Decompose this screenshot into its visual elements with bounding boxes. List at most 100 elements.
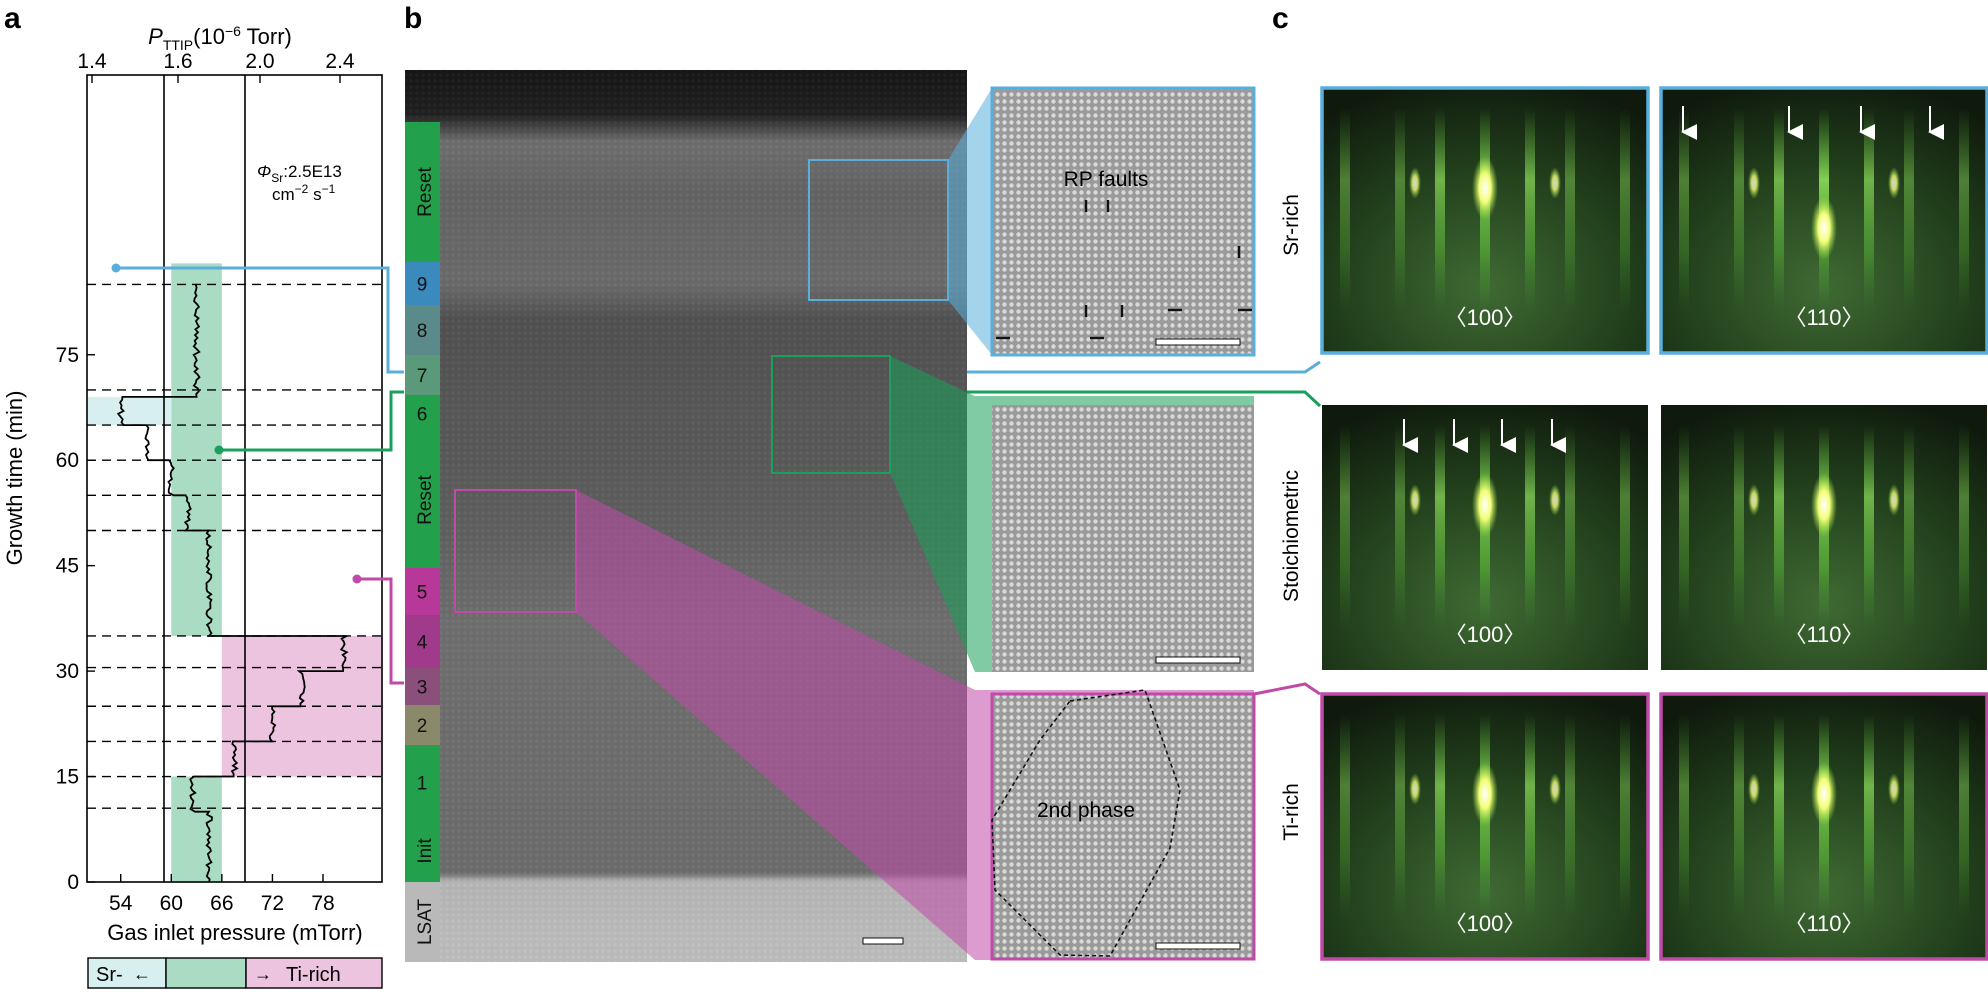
connector-b-c-sr bbox=[967, 360, 1321, 374]
legend-stoich-box bbox=[165, 957, 247, 989]
diffraction-streak bbox=[1904, 425, 1914, 630]
diffraction-streak bbox=[1620, 714, 1630, 919]
diffraction-streak bbox=[1679, 714, 1689, 919]
diffraction-streak bbox=[1774, 714, 1784, 919]
rheed-direction-label: 〈110〉 bbox=[1784, 622, 1863, 647]
diffraction-streak bbox=[1620, 425, 1630, 630]
stoich-band bbox=[171, 396, 222, 636]
rheed-direction-label: 〈110〉 bbox=[1784, 911, 1863, 936]
rheed-frame bbox=[1320, 86, 1650, 355]
diffraction-spot bbox=[1748, 484, 1760, 516]
x-tick-label: 60 bbox=[160, 892, 183, 915]
panel-b: b RP faults 2nd phase bbox=[111, 2, 1322, 962]
inset-stoichiometric bbox=[992, 405, 1254, 672]
diffraction-streak bbox=[1864, 108, 1874, 313]
specular-spot bbox=[1811, 473, 1837, 537]
panel-c: c 〈100〉〈110〉〈100〉〈110〉〈100〉〈110〉 Sr-rich… bbox=[1272, 2, 1988, 961]
legend-right-arrow-icon: → bbox=[254, 964, 272, 984]
y-tick-label: 0 bbox=[67, 871, 79, 894]
diffraction-streak bbox=[1525, 425, 1535, 630]
rheed-frame bbox=[1659, 86, 1988, 355]
layer-label: 3 bbox=[417, 678, 428, 699]
diffraction-spot bbox=[1549, 484, 1561, 516]
layer-band bbox=[405, 615, 440, 668]
row-label-stoichiometric: Stoichiometric bbox=[1280, 470, 1303, 602]
diffraction-streak bbox=[1435, 714, 1445, 919]
top-tick-label: 2.0 bbox=[245, 50, 274, 73]
layer-band bbox=[405, 432, 440, 568]
layer-band bbox=[405, 745, 440, 820]
scale-bar bbox=[862, 937, 904, 945]
layer-band bbox=[405, 705, 440, 745]
top-tick-label: 1.4 bbox=[77, 50, 107, 73]
diffraction-streak bbox=[1340, 108, 1350, 313]
diffraction-streak bbox=[1340, 425, 1350, 630]
diffraction-streak bbox=[1959, 425, 1969, 630]
specular-spot bbox=[1472, 762, 1498, 826]
layer-band bbox=[405, 305, 440, 355]
rheed-direction-label: 〈100〉 bbox=[1445, 622, 1526, 647]
x-tick-label: 54 bbox=[109, 892, 133, 915]
rheed-direction-label: 〈100〉 bbox=[1445, 911, 1526, 936]
y-tick-label: 15 bbox=[56, 766, 79, 789]
layer-band bbox=[405, 122, 440, 262]
layer-band bbox=[405, 262, 440, 305]
specular-spot bbox=[1472, 156, 1498, 220]
diffraction-spot bbox=[1549, 167, 1561, 199]
layer-label: 7 bbox=[417, 366, 428, 387]
layer-band bbox=[405, 355, 440, 395]
layer-label: Reset bbox=[415, 166, 436, 216]
x-tick-label: 72 bbox=[261, 892, 284, 915]
layer-label: Reset bbox=[415, 474, 436, 524]
diffraction-streak bbox=[1679, 425, 1689, 630]
layer-label: 8 bbox=[417, 321, 428, 342]
roi-box-sr bbox=[808, 159, 949, 301]
diffraction-streak bbox=[1435, 108, 1445, 313]
rheed-direction-label: 〈100〉 bbox=[1445, 305, 1526, 330]
scale-bar bbox=[1155, 338, 1241, 346]
diffraction-spot bbox=[1888, 773, 1900, 805]
diffraction-streak bbox=[1395, 714, 1405, 919]
layer-label: Init bbox=[415, 838, 436, 864]
connector-sr-dot bbox=[111, 263, 121, 273]
second-phase-label: 2nd phase bbox=[1037, 799, 1135, 822]
x-tick-label: 66 bbox=[210, 892, 233, 915]
diffraction-streak bbox=[1679, 108, 1689, 313]
roi-box-stoich bbox=[771, 355, 891, 474]
diffraction-spot bbox=[1748, 773, 1760, 805]
x-axis-title: Gas inlet pressure (mTorr) bbox=[107, 920, 363, 945]
diffraction-streak bbox=[1904, 108, 1914, 313]
scale-bar bbox=[1155, 942, 1241, 950]
panel-label-b: b bbox=[404, 2, 422, 35]
diffraction-streak bbox=[1565, 714, 1575, 919]
top-tick-label: 1.6 bbox=[163, 50, 192, 73]
rheed-grid: 〈100〉〈110〉〈100〉〈110〉〈100〉〈110〉 bbox=[1320, 86, 1988, 961]
y-tick-label: 60 bbox=[56, 449, 79, 472]
x-tick-label: 78 bbox=[311, 892, 334, 915]
layer-band bbox=[405, 668, 440, 705]
connector-stoich bbox=[219, 390, 404, 452]
layer-label: 2 bbox=[417, 716, 428, 737]
rheed-direction-label: 〈110〉 bbox=[1784, 305, 1863, 330]
legend-left-arrow-icon: ← bbox=[133, 964, 151, 984]
legend-ti-rich-box bbox=[245, 957, 383, 989]
pressure-trace bbox=[116, 284, 349, 883]
plot-frame bbox=[86, 74, 383, 883]
diffraction-spot bbox=[1409, 484, 1421, 516]
diffraction-streak bbox=[1734, 425, 1744, 630]
connector-ti bbox=[357, 577, 404, 685]
flux-unit: cm−2 s−1 bbox=[272, 182, 336, 204]
diffraction-spot bbox=[1409, 773, 1421, 805]
connector-stoich-dot bbox=[214, 445, 224, 455]
layer-label: 9 bbox=[417, 275, 428, 296]
legend-ti-label: Ti-rich bbox=[286, 964, 341, 986]
diffraction-streak bbox=[1774, 108, 1784, 313]
substrate-strip bbox=[405, 882, 440, 962]
roi-box-ti bbox=[454, 489, 577, 613]
diffraction-streak bbox=[1565, 108, 1575, 313]
diffraction-streak bbox=[1774, 425, 1784, 630]
flux-label: ΦSr:2.5E13 bbox=[257, 162, 342, 185]
